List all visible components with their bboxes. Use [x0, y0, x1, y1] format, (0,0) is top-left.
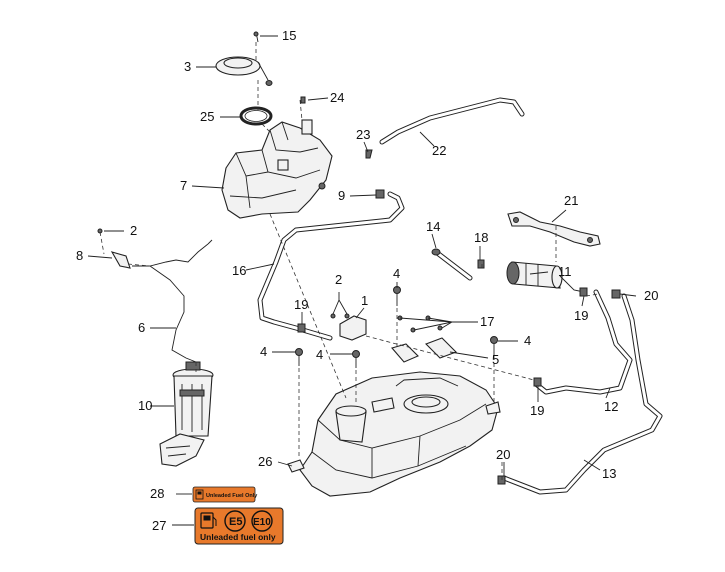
seal-ring [239, 106, 273, 126]
callout-1: 1 [361, 293, 368, 308]
callout-15: 15 [282, 28, 296, 43]
canister-11 [506, 261, 585, 293]
callout-6: 6 [138, 320, 145, 335]
callout-3: 3 [184, 59, 191, 74]
bracket-5 [391, 315, 457, 363]
fuel-pump-10 [159, 361, 214, 467]
callout-5: 5 [492, 352, 499, 367]
valve-1 [330, 313, 367, 341]
callout-22: 22 [432, 143, 446, 158]
label-27-e5: E5 [229, 516, 242, 528]
clip-20b [497, 475, 506, 485]
callout-28: 28 [150, 486, 164, 501]
callout-11: 11 [558, 264, 572, 279]
callout-2b: 2 [335, 272, 342, 287]
fuel-tank-26 [287, 371, 501, 497]
callout-4a: 4 [393, 266, 400, 281]
pipe-14 [431, 248, 473, 281]
clip-20a [611, 289, 621, 299]
callout-17: 17 [480, 314, 494, 329]
callout-2a: 2 [130, 223, 137, 238]
callout-16: 16 [232, 263, 246, 278]
clip-19b [579, 287, 588, 297]
clip-19c [533, 377, 542, 387]
callout-18: 18 [474, 230, 488, 245]
callout-4d: 4 [524, 333, 531, 348]
callout-20a: 20 [644, 288, 658, 303]
label-27-e10: E10 [253, 517, 271, 528]
callout-13: 13 [602, 466, 616, 481]
callout-23: 23 [356, 127, 370, 142]
fuel-pump-icon [195, 489, 204, 500]
callout-14: 14 [426, 219, 440, 234]
callout-numbers: 15 3 24 25 23 22 7 9 21 2 8 14 18 11 16 … [76, 28, 658, 533]
label-28-unleaded-fuel-only: Unleaded Fuel Only [192, 486, 258, 503]
callout-10: 10 [138, 398, 152, 413]
bolts-4 [295, 286, 498, 368]
callout-4b: 4 [260, 344, 267, 359]
callout-7: 7 [180, 178, 187, 193]
connector-8 [97, 228, 131, 269]
e5-badge: E5 [224, 510, 246, 532]
callout-19a: 19 [294, 297, 308, 312]
callout-26: 26 [258, 454, 272, 469]
label-27-unleaded-fuel-only: E5 E10 Unleaded fuel only [194, 507, 284, 545]
label-27-text: Unleaded fuel only [200, 532, 276, 542]
clip-19a [297, 323, 306, 333]
callout-19b: 19 [574, 308, 588, 323]
filler-housing [221, 119, 333, 219]
e10-badge: E10 [251, 510, 273, 532]
callout-4c: 4 [316, 347, 323, 362]
screw-15 [253, 31, 259, 43]
callout-25: 25 [200, 109, 214, 124]
callout-leaders [87, 35, 637, 526]
hose-12 [533, 289, 633, 395]
clip-18 [477, 259, 485, 269]
callout-27: 27 [152, 518, 166, 533]
filler-cap [215, 56, 273, 86]
callout-19c: 19 [530, 403, 544, 418]
callout-21: 21 [564, 193, 578, 208]
hose-13 [501, 293, 663, 495]
callout-8: 8 [76, 248, 83, 263]
clip-24 [300, 96, 306, 104]
callout-12: 12 [604, 399, 618, 414]
callout-20b: 20 [496, 447, 510, 462]
callout-9: 9 [338, 188, 345, 203]
alignment-lines [99, 42, 599, 480]
fuel-pump-icon [200, 512, 217, 529]
callout-24: 24 [330, 90, 344, 105]
label-28-text: Unleaded Fuel Only [206, 493, 258, 499]
hose-16 [257, 189, 405, 341]
fuel-line-6 [132, 239, 213, 363]
clamp-23 [365, 149, 373, 159]
breather-hose [379, 97, 525, 145]
bracket-21 [507, 211, 601, 247]
